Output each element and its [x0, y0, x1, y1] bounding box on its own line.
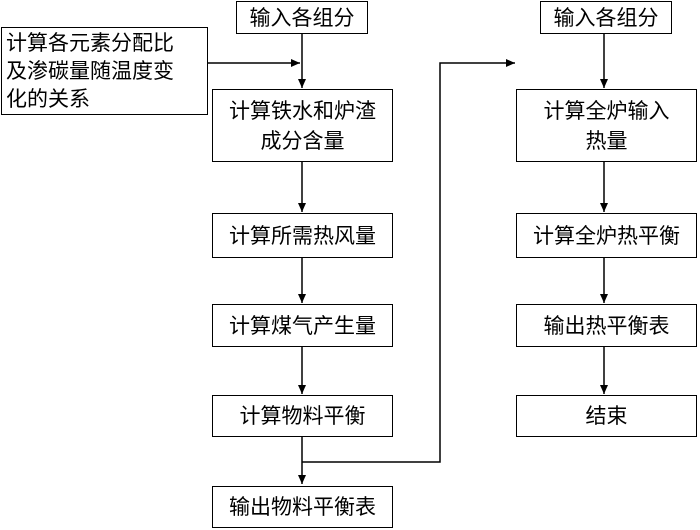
- hot-air-volume-label: 计算所需热风量: [229, 223, 376, 248]
- heat-input-line-1: 计算全炉输入: [543, 98, 670, 123]
- input-components-label-right: 输入各组分: [553, 5, 659, 30]
- hot-air-volume-box: 计算所需热风量: [212, 213, 393, 258]
- heat-balance-box: 计算全炉热平衡: [516, 213, 697, 258]
- input-components-box-right: 输入各组分: [540, 1, 672, 34]
- element-distribution-line-2: 及渗碳量随温度变: [6, 59, 174, 83]
- output-heat-balance-box: 输出热平衡表: [516, 304, 697, 347]
- material-balance-label: 计算物料平衡: [239, 404, 366, 428]
- end-box: 结束: [516, 395, 697, 437]
- heat-balance-label: 计算全炉热平衡: [533, 223, 680, 248]
- input-components-label-left: 输入各组分: [249, 5, 355, 30]
- output-material-balance-label: 输出物料平衡表: [229, 495, 376, 519]
- iron-slag-composition-box: 计算铁水和炉渣 成分含量: [212, 89, 393, 162]
- gas-generation-label: 计算煤气产生量: [229, 313, 376, 338]
- end-label: 结束: [585, 404, 628, 428]
- material-balance-box: 计算物料平衡: [212, 395, 393, 437]
- input-components-box-left: 输入各组分: [236, 1, 368, 34]
- element-distribution-line-3: 化的关系: [6, 87, 90, 111]
- element-distribution-line-1: 计算各元素分配比: [6, 31, 174, 55]
- element-distribution-box: 计算各元素分配比 及渗碳量随温度变 化的关系: [1, 27, 208, 115]
- connector-to-right-column: [302, 59, 515, 463]
- iron-slag-line-1: 计算铁水和炉渣: [229, 98, 376, 123]
- heat-input-line-2: 热量: [585, 128, 628, 153]
- output-heat-balance-label: 输出热平衡表: [543, 313, 670, 338]
- total-heat-input-box: 计算全炉输入 热量: [516, 89, 697, 162]
- iron-slag-line-2: 成分含量: [260, 128, 345, 153]
- output-material-balance-box: 输出物料平衡表: [212, 486, 393, 528]
- gas-generation-box: 计算煤气产生量: [212, 304, 393, 347]
